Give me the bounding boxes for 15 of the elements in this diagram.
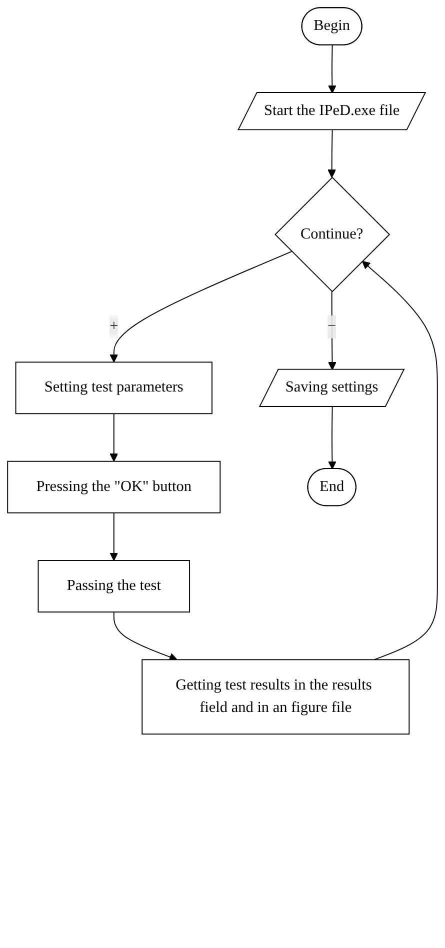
arrow [110, 413, 118, 462]
edge-label: − [328, 318, 336, 334]
arrow [328, 406, 336, 470]
node-box: Setting test parameters [15, 362, 212, 414]
node-box: Pressing the "OK" button [7, 460, 221, 514]
arrow [113, 612, 178, 661]
arrow [328, 291, 336, 370]
arrow [110, 512, 118, 561]
arrow [328, 130, 336, 178]
edge-label: + [110, 318, 118, 334]
arrow [362, 260, 438, 660]
node-box: Getting test results in the results field and in an figure file [142, 659, 410, 735]
node-diamond: Continue? [274, 176, 390, 292]
node-box: Passing the test [38, 560, 190, 612]
arrow [328, 44, 336, 94]
